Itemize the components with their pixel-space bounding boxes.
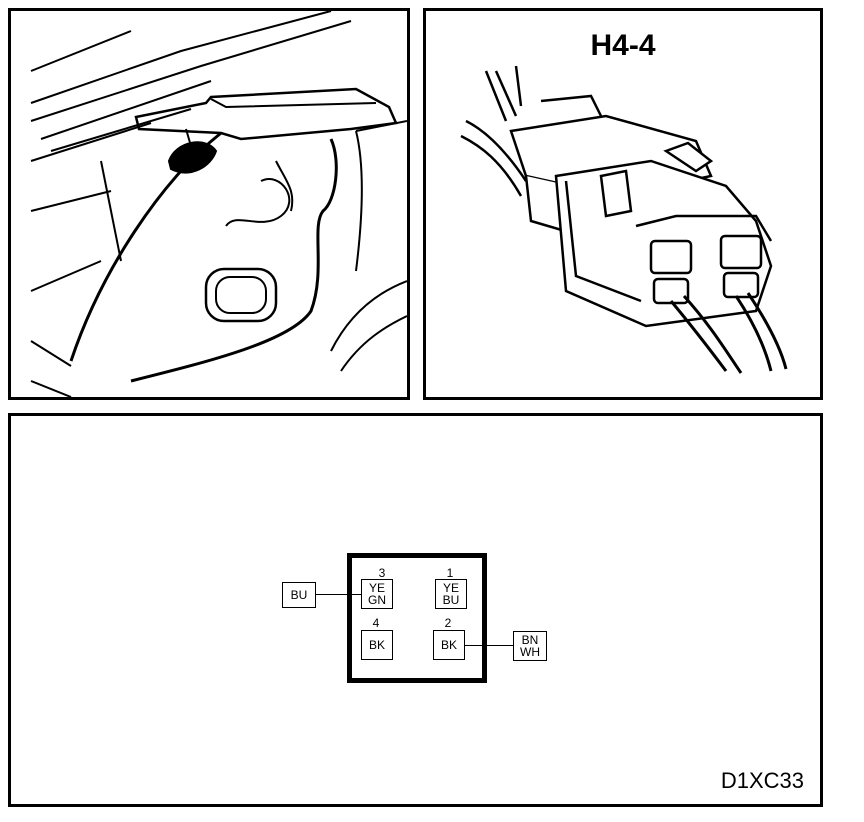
vehicle-location-illustration — [30, 11, 407, 397]
pin-cavity: BK — [361, 630, 393, 660]
pin-number: 3 — [378, 566, 386, 580]
pin-wire-color: GN — [368, 593, 386, 607]
pin-wire-color: BK — [368, 638, 385, 652]
connector-illustration-panel: H4-4 — [423, 8, 823, 400]
wire-lead — [465, 645, 513, 646]
connector-title: H4-4 — [590, 29, 656, 62]
pin-number: 4 — [372, 616, 380, 630]
wire-color-label: BU — [282, 582, 316, 608]
pin-number: 1 — [446, 566, 454, 580]
wire-color-label: BN WH — [513, 631, 547, 661]
wire-color: WH — [520, 645, 540, 659]
pin-cavity: YE GN — [361, 579, 393, 609]
figure-code: D1XC33 — [720, 768, 804, 793]
connector-face — [347, 553, 487, 683]
pin-wire-color: BU — [442, 593, 460, 607]
pin-cavity: YE BU — [435, 579, 467, 609]
wire-color: BU — [290, 588, 308, 602]
wire-color: BN — [521, 633, 539, 647]
wire-lead — [316, 594, 361, 595]
pin-wire-color: YE — [442, 581, 459, 595]
location-illustration-panel — [8, 8, 410, 400]
pin-number: 2 — [444, 616, 452, 630]
connector-illustration — [460, 65, 788, 374]
pin-wire-color: BK — [440, 638, 457, 652]
pin-cavity: BK — [433, 630, 465, 660]
pinout-diagram-panel: 3 YE GN 1 YE BU 4 BK 2 BK BU BN WH D1XC3… — [8, 413, 823, 807]
pin-wire-color: YE — [368, 581, 385, 595]
